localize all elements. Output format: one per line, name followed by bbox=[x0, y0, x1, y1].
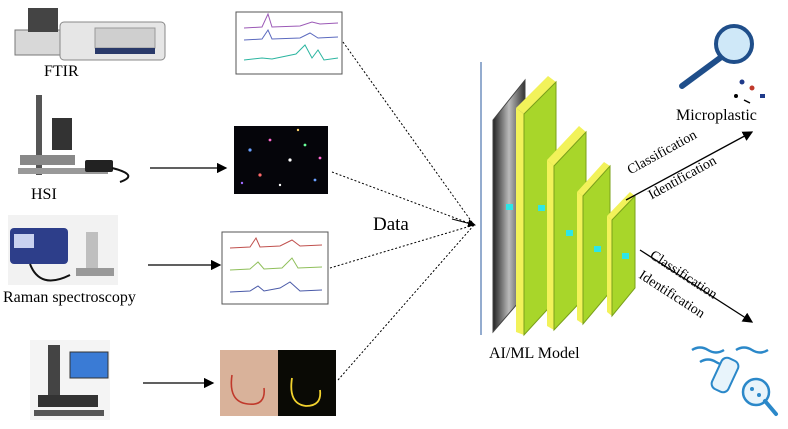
hsi-label: HSI bbox=[31, 186, 57, 203]
raman-instrument-icon bbox=[8, 215, 118, 285]
model-label: AI/ML Model bbox=[489, 345, 580, 362]
arrow-to-bottle bbox=[639, 249, 754, 323]
hsi-image-panel bbox=[234, 126, 328, 194]
cnn-model-icon bbox=[492, 76, 636, 337]
raman-label: Raman spectroscopy bbox=[3, 289, 136, 306]
data-flow-lines bbox=[329, 41, 475, 381]
microscope-image-panel bbox=[220, 350, 336, 416]
hsi-instrument-icon bbox=[18, 95, 130, 183]
raman-spectrum-panel bbox=[221, 231, 329, 305]
ftir-label: FTIR bbox=[44, 63, 79, 80]
microscope-instrument-icon bbox=[30, 340, 110, 420]
ftir-spectrum-panel bbox=[235, 11, 343, 75]
water-bottle-icon bbox=[691, 346, 778, 416]
arrow-to-microplastic bbox=[625, 131, 754, 201]
microplastic-label: Microplastic bbox=[676, 107, 757, 124]
data-label: Data bbox=[373, 214, 409, 235]
ftir-instrument-icon bbox=[14, 8, 166, 61]
convergence-arrow bbox=[451, 218, 476, 228]
magnifier-microplastic-icon bbox=[679, 24, 765, 104]
